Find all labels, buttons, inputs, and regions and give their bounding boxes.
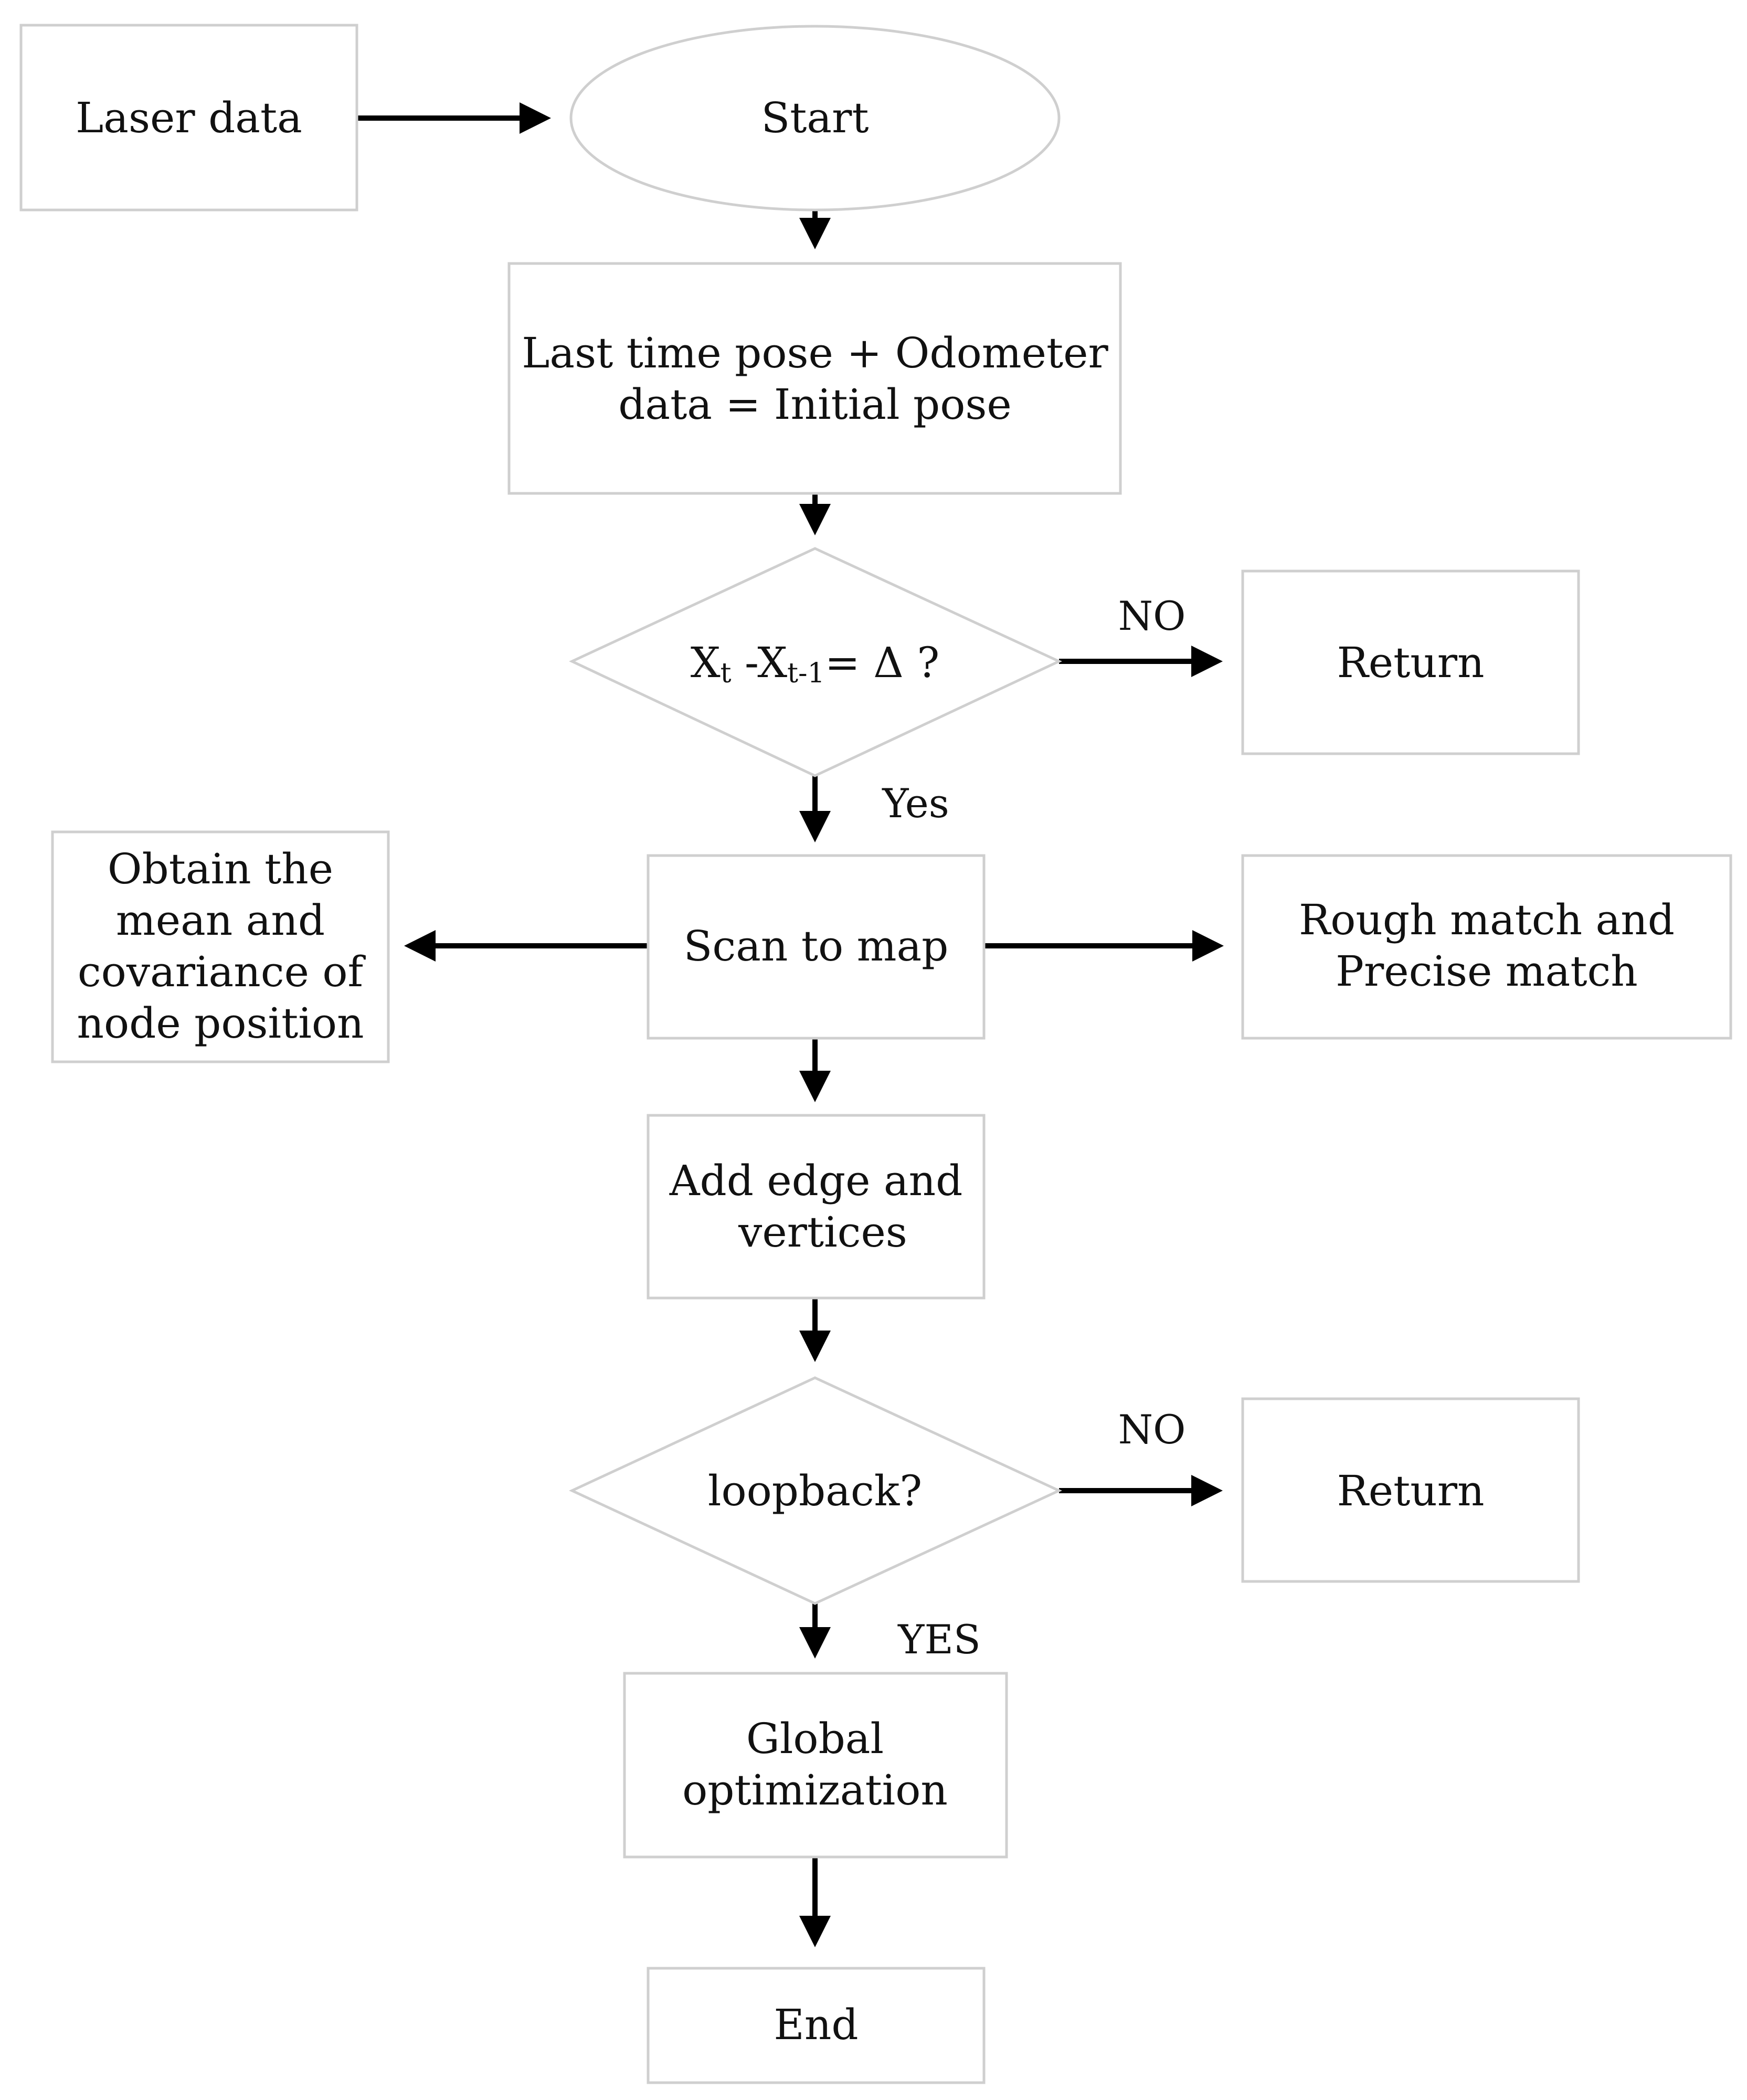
- global-optimization-box: [623, 1672, 1008, 1859]
- obtain-mean-line-1: Obtain the: [108, 845, 333, 893]
- end-box: [647, 1967, 986, 2084]
- node-return-1: Return: [1241, 569, 1580, 755]
- condition-sub-t: t: [721, 658, 732, 689]
- add-edge-line-1: Add edge and: [669, 1156, 963, 1205]
- edge-label-no-1: NO: [1118, 593, 1186, 639]
- node-initial-pose: Last time pose + Odometer data = Initial…: [507, 262, 1122, 495]
- rough-match-line-2: Precise match: [1336, 947, 1638, 996]
- edge-label-no-2: NO: [1118, 1406, 1186, 1453]
- global-optimization-line-1: Global: [746, 1714, 884, 1763]
- node-add-edge: Add edge and vertices: [647, 1114, 986, 1300]
- node-rough-match: Rough match and Precise match: [1241, 854, 1732, 1040]
- node-global-optimization: Global optimization: [623, 1672, 1008, 1859]
- start-label: Start: [761, 93, 869, 142]
- node-obtain-mean: Obtain the mean and covariance of node p…: [51, 830, 390, 1063]
- node-end: End: [647, 1967, 986, 2084]
- node-start: Start: [569, 25, 1061, 212]
- loopback-label: loopback?: [708, 1466, 922, 1515]
- obtain-mean-line-4: node position: [77, 999, 364, 1048]
- initial-pose-line-1: Last time pose + Odometer: [522, 329, 1108, 377]
- obtain-mean-box: [51, 830, 390, 1063]
- loopback-diamond: [569, 1376, 1062, 1605]
- edge-label-yes-2: YES: [897, 1616, 981, 1663]
- connectors: [357, 102, 1224, 1947]
- edge-labels: NO Yes NO YES: [882, 593, 1185, 1663]
- initial-pose-line-2: data = Initial pose: [618, 380, 1012, 429]
- return-2-label: Return: [1337, 1466, 1484, 1515]
- scan-to-map-label: Scan to map: [684, 922, 949, 970]
- end-label: End: [774, 2000, 858, 2049]
- laser-data-box: [19, 24, 358, 212]
- node-laser-data: Laser data: [19, 24, 358, 212]
- node-condition-delta: Xt -Xt-1= Δ ?: [569, 547, 1062, 777]
- laser-data-label: Laser data: [76, 93, 302, 142]
- obtain-mean-line-3: covariance of: [78, 947, 366, 996]
- start-ellipse: [569, 25, 1061, 212]
- edge-label-yes-1: Yes: [882, 780, 949, 827]
- condition-diamond: [569, 547, 1062, 777]
- obtain-mean-line-2: mean and: [116, 896, 325, 945]
- node-return-2: Return: [1241, 1397, 1580, 1583]
- condition-label: Xt -Xt-1= Δ ?: [691, 638, 940, 689]
- global-optimization-line-2: optimization: [682, 1766, 948, 1814]
- node-scan-to-map: Scan to map: [647, 854, 986, 1040]
- add-edge-line-2: vertices: [738, 1208, 907, 1257]
- initial-pose-box: [507, 262, 1122, 495]
- return-1-label: Return: [1337, 638, 1484, 687]
- condition-x: X: [691, 638, 721, 687]
- add-edge-box: [647, 1114, 986, 1300]
- node-loopback: loopback?: [569, 1376, 1062, 1605]
- condition-tail: = Δ ?: [825, 638, 940, 687]
- condition-dash-x: -X: [732, 638, 788, 687]
- return-2-box: [1241, 1397, 1580, 1583]
- scan-to-map-box: [647, 854, 986, 1040]
- rough-match-box: [1241, 854, 1732, 1040]
- condition-sub-t1: t-1: [787, 658, 825, 689]
- rough-match-line-1: Rough match and: [1299, 895, 1675, 944]
- return-1-box: [1241, 569, 1580, 755]
